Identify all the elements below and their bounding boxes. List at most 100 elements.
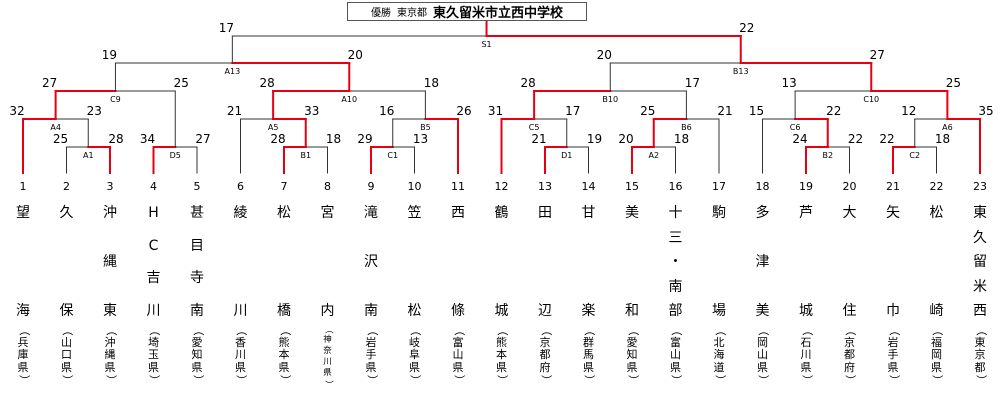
prefecture: （熊本県）	[496, 324, 509, 387]
school-name: 宮内	[321, 206, 335, 318]
team-number-21: 21	[886, 180, 900, 193]
prefecture-char: 県	[800, 360, 812, 374]
prefecture-char: 県	[104, 360, 116, 374]
match-id-A13: A13	[225, 67, 241, 76]
match-id-C5: C5	[529, 123, 540, 132]
prefecture-char: 香	[235, 335, 246, 349]
prefecture-char: （	[60, 324, 74, 336]
prefecture-char: （	[539, 324, 553, 336]
prefecture-char: （	[930, 324, 944, 336]
prefecture-char: 県	[452, 360, 464, 374]
prefecture-char: 福	[931, 335, 942, 349]
team-column-19: 芦城（石川県）	[793, 206, 819, 387]
team-number-23: 23	[973, 180, 987, 193]
prefecture-char: 都	[974, 360, 986, 374]
prefecture-char: 県	[148, 360, 159, 374]
score-S1-left: 17	[219, 21, 234, 35]
score-C1-right: 13	[413, 132, 428, 146]
school-name-char: 崎	[929, 303, 944, 319]
prefecture-char: （	[104, 324, 118, 336]
prefecture-char: （	[800, 324, 814, 336]
prefecture-char: （	[408, 324, 422, 336]
team-number-14: 14	[582, 180, 596, 193]
school-name-char: 城	[494, 303, 509, 319]
match-id-S1: S1	[481, 40, 491, 49]
prefecture: （岩手県）	[365, 324, 378, 387]
school-name-char: 田	[538, 205, 552, 221]
prefecture-char: 北	[713, 335, 725, 349]
school-name: 多津美	[756, 206, 770, 318]
team-number-7: 7	[281, 180, 288, 193]
prefecture-char: （	[669, 324, 683, 336]
prefecture: （山口県）	[60, 324, 74, 387]
prefecture-char: 京	[539, 335, 551, 349]
team-number-11: 11	[451, 180, 465, 193]
team-column-23: 東久留米西 （東京都）	[967, 206, 993, 387]
team-column-5: 甚目寺南（愛知県）	[184, 206, 210, 387]
prefecture-char: ）	[974, 374, 988, 386]
team-column-16: 十三・南部（富山県）	[663, 206, 689, 387]
score-D1-right: 19	[587, 132, 602, 146]
champion-region: 東京都	[396, 8, 427, 19]
match-id-A10: A10	[341, 95, 357, 104]
school-name-char: H	[148, 205, 159, 221]
score-B13-left: 20	[597, 48, 612, 62]
score-A5-left: 21	[227, 104, 242, 118]
prefecture: （岩手県）	[887, 324, 901, 387]
school-name-char: 津	[755, 254, 770, 270]
score-C10-right: 25	[946, 76, 961, 90]
team-column-22: 松崎（福岡県）	[924, 206, 950, 387]
prefecture-char: （	[17, 324, 31, 336]
prefecture-char: 県	[323, 368, 332, 378]
score-B1-left: 28	[270, 132, 285, 146]
prefecture-char: 山	[670, 348, 681, 361]
school-name-char: 美	[625, 205, 639, 221]
score-B13-right: 27	[870, 48, 885, 62]
match-id-B6: B6	[681, 123, 692, 132]
school-name-char: 望	[16, 205, 30, 221]
team-number-18: 18	[756, 180, 770, 193]
prefecture: （福岡県）	[930, 324, 944, 387]
prefecture: （熊本県）	[278, 324, 291, 387]
school-name-char: 南	[364, 303, 378, 319]
team-number-10: 10	[408, 180, 422, 193]
school-name: 十三・南部	[669, 206, 683, 318]
team-number-17: 17	[712, 180, 726, 193]
team-column-12: 鶴城 （熊本県）	[489, 206, 515, 387]
team-column-3: 沖縄東（沖縄県）	[97, 206, 123, 387]
school-name: 東久留米西	[973, 206, 987, 318]
score-B10-right: 17	[685, 76, 700, 90]
score-A1-right: 28	[108, 132, 123, 146]
school-name-char: 保	[59, 303, 74, 319]
score-B6-left: 25	[640, 104, 655, 118]
team-column-10: 笠松（岐阜県）	[402, 206, 428, 387]
school-name: 滝沢南	[364, 206, 378, 318]
prefecture-char: 道	[713, 360, 725, 374]
score-A6-left: 12	[901, 104, 916, 118]
school-name-char: 笠	[407, 205, 422, 221]
prefecture-char: 川	[800, 348, 812, 361]
school-name-char: 南	[668, 278, 683, 295]
team-number-9: 9	[368, 180, 375, 193]
score-C6-left: 15	[749, 104, 764, 118]
prefecture-char: ）	[713, 374, 727, 386]
match-id-A5: A5	[268, 123, 279, 132]
prefecture-char: （	[887, 324, 901, 336]
prefecture: （東京都）	[974, 324, 988, 387]
school-name-char: 目	[190, 237, 204, 254]
prefecture-char: （	[322, 325, 333, 334]
match-id-B5: B5	[420, 123, 431, 132]
match-id-A6: A6	[942, 123, 953, 132]
prefecture: （富山県）	[452, 324, 465, 387]
school-name-char: 鶴	[494, 205, 509, 221]
team-number-8: 8	[324, 180, 331, 193]
score-A5-right: 33	[304, 104, 319, 118]
school-name-char: 留	[973, 254, 987, 270]
prefecture-char: 奈	[323, 346, 332, 356]
prefecture-char: 川	[323, 357, 332, 367]
prefecture-char: 東	[974, 335, 986, 349]
prefecture-char: 玉	[148, 348, 159, 361]
prefecture-char: 知	[626, 348, 638, 361]
